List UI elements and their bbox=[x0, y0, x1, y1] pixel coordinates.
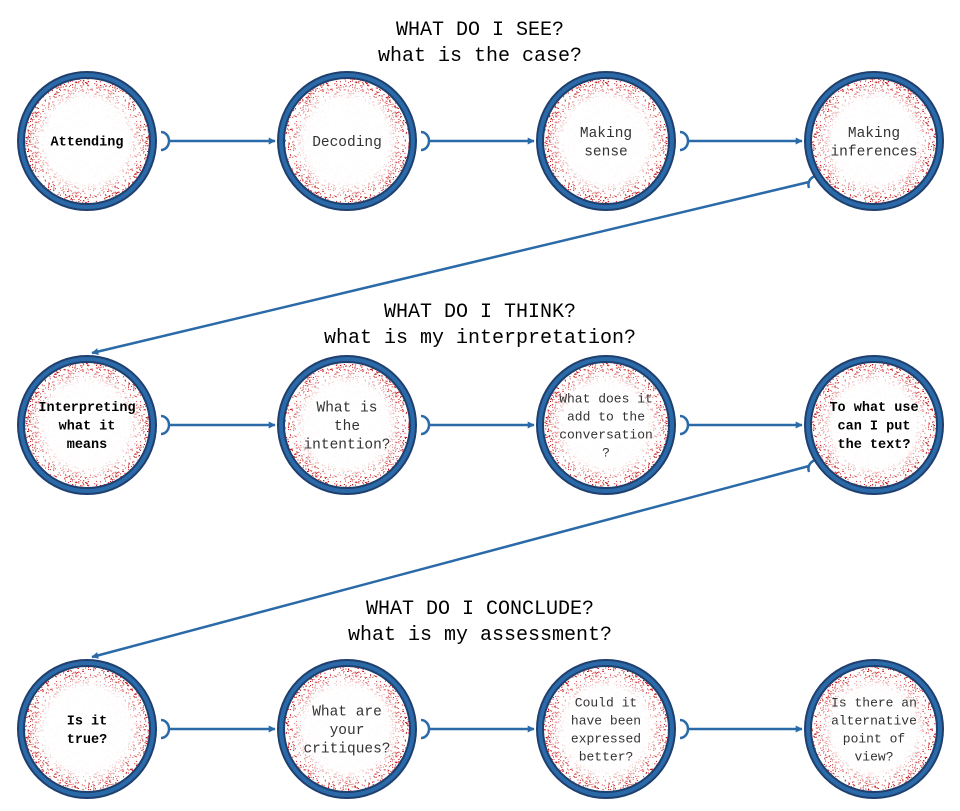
connector-row1-2 bbox=[420, 130, 535, 152]
connector-row3-1 bbox=[160, 718, 276, 740]
node-label-line: critiques? bbox=[303, 742, 390, 758]
node-label-line: Making bbox=[580, 126, 632, 142]
node-label-line: have been bbox=[571, 714, 641, 729]
connector-row1-3 bbox=[679, 130, 803, 152]
node-label-line: What is bbox=[317, 401, 378, 417]
stage-2-subtitle: what is my interpretation? bbox=[323, 327, 637, 350]
node-label-line: can I put bbox=[838, 420, 911, 435]
node-1-2: Decoding bbox=[277, 71, 417, 211]
node-label-line: What does it bbox=[559, 392, 653, 407]
node-3-1: Is it true? bbox=[17, 659, 157, 799]
node-label-line: point of bbox=[843, 732, 905, 747]
node-label-line: ? bbox=[602, 446, 610, 461]
node-label-line: intention? bbox=[303, 438, 390, 454]
stage-2-title: WHAT DO I THINK? bbox=[383, 301, 577, 324]
node-label-line: what it bbox=[59, 420, 116, 435]
stage-1-title: WHAT DO I SEE? bbox=[395, 19, 565, 42]
node-2-2: What is the intention? bbox=[277, 355, 417, 495]
stage-3-heading: WHAT DO I CONCLUDE? what is my assessmen… bbox=[0, 597, 960, 649]
node-3-3: Could it have been expressed better? bbox=[536, 659, 676, 799]
node-label-line: To what use bbox=[829, 401, 918, 416]
node-label-line: What are bbox=[312, 705, 382, 721]
node-1-3: Making sense bbox=[536, 71, 676, 211]
node-label-line: Is there an bbox=[831, 696, 917, 711]
node-label-line: conversation bbox=[559, 428, 653, 443]
node-3-2: What are your critiques? bbox=[277, 659, 417, 799]
node-label-line: alternative bbox=[831, 714, 917, 729]
node-label-line: Could it bbox=[575, 696, 637, 711]
node-label-line: better? bbox=[579, 750, 634, 765]
node-label-line: the bbox=[334, 419, 360, 435]
node-1-1: Attending bbox=[17, 71, 157, 211]
node-2-1: Interpreting what it means bbox=[17, 355, 157, 495]
node-label-line: true? bbox=[67, 733, 108, 748]
connector-row3-3 bbox=[679, 718, 803, 740]
stage-1-heading: WHAT DO I SEE? what is the case? bbox=[0, 18, 960, 70]
node-label-line: inferences bbox=[830, 144, 917, 160]
node-label-line: Making bbox=[848, 126, 900, 142]
node-label-line: the text? bbox=[838, 438, 911, 453]
node-label-line: view? bbox=[854, 750, 893, 765]
connector-row2-3 bbox=[679, 414, 803, 436]
node-2-3: What does it add to the conversation? bbox=[536, 355, 676, 495]
node-3-4: Is there an alternative point of view? bbox=[804, 659, 944, 799]
connectors bbox=[91, 130, 820, 740]
node-label-line: add to the bbox=[567, 410, 645, 425]
node-label-line: means bbox=[67, 438, 108, 453]
connector-row2-2 bbox=[420, 414, 535, 436]
node-label-line: expressed bbox=[571, 732, 641, 747]
nodes: Attending Decoding Making sense Making infere… bbox=[17, 71, 944, 799]
node-2-4: To what use can I put the text? bbox=[804, 355, 944, 495]
node-1-4: Making inferences bbox=[804, 71, 944, 211]
stage-3-subtitle: what is my assessment? bbox=[347, 624, 613, 647]
connector-row1-1 bbox=[160, 130, 276, 152]
stage-1-subtitle: what is the case? bbox=[377, 45, 583, 68]
connector-row3-2 bbox=[420, 718, 535, 740]
node-label-line: Is it bbox=[67, 715, 108, 730]
node-label-line: sense bbox=[584, 144, 628, 160]
node-label-line: Interpreting bbox=[38, 401, 135, 416]
node-label-line: your bbox=[330, 723, 365, 739]
node-label-line: Attending bbox=[51, 136, 124, 151]
node-label-line: Decoding bbox=[312, 135, 382, 151]
connector-row2-1 bbox=[160, 414, 276, 436]
stage-2-heading: WHAT DO I THINK? what is my interpretati… bbox=[0, 300, 960, 352]
stage-3-title: WHAT DO I CONCLUDE? bbox=[365, 598, 595, 621]
